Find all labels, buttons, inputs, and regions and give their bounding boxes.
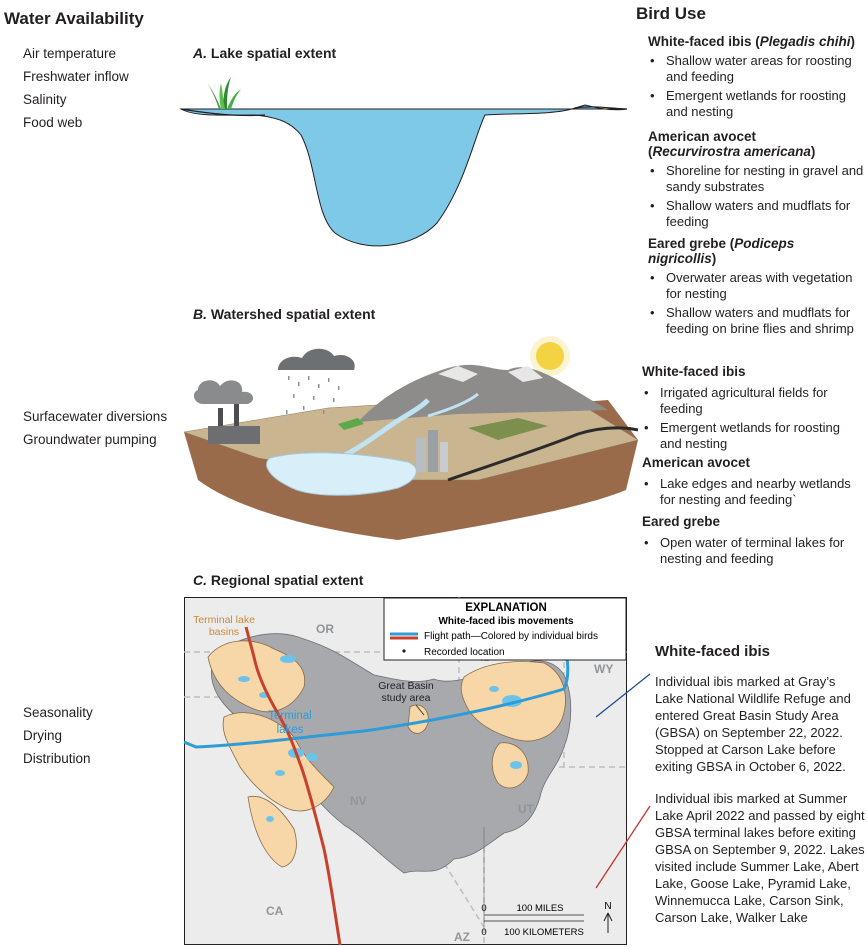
bird-use-item: Emergent wetlands for roosting and nesti… xyxy=(642,420,864,452)
state-labels: OR ID WY NV UT CA AZ xyxy=(266,622,613,944)
rain-cloud-icon xyxy=(278,348,355,370)
lake-shore-right xyxy=(574,106,628,110)
label-basins-1: Terminal lake xyxy=(193,614,255,626)
state-label-or: OR xyxy=(316,622,334,636)
bird-use-item: Open water of terminal lakes for nesting… xyxy=(642,535,864,567)
bird-use-item: Overwater areas with vegetation for nest… xyxy=(648,270,864,302)
watershed-bird-use: White-faced ibis Irrigated agricultural … xyxy=(642,364,864,570)
panel-c-title: C. Regional spatial extent xyxy=(193,572,364,588)
factor-item: Distribution xyxy=(23,751,91,766)
species-heading: White-faced ibis (Plegadis chihi) xyxy=(648,34,856,49)
species-heading: American avocet(Recurvirostra americana) xyxy=(648,129,816,159)
factory-icon xyxy=(193,380,260,444)
road xyxy=(447,426,639,482)
water-factors-lake: Air temperature Freshwater inflow Salini… xyxy=(23,42,129,134)
label-basins-2: basins xyxy=(209,626,239,638)
factor-item: Air temperature xyxy=(23,46,117,61)
city-icon xyxy=(416,430,448,472)
water-availability-heading: Water Availability xyxy=(4,9,144,28)
lake-shoreline xyxy=(180,108,266,117)
north-label: N xyxy=(604,901,611,912)
lake-water xyxy=(179,104,628,247)
bird-use-item: Shallow waters and mudflats for feeding … xyxy=(648,305,864,337)
bird-use-item: Shallow waters and mudflats for feeding xyxy=(648,198,864,230)
note-connectors xyxy=(595,673,651,889)
regional-map: Terminal lake basins Terminal lakes Grea… xyxy=(184,597,627,945)
flight-path-red xyxy=(244,626,342,945)
regional-species-heading: White-faced ibis xyxy=(655,643,771,660)
north-arrow-icon: N xyxy=(603,901,613,933)
lake-bird-use: White-faced ibis (Plegadis chihi) Shallo… xyxy=(648,34,864,340)
bird-use-heading: Bird Use xyxy=(636,4,706,23)
panel-b-title: B. Watershed spatial extent xyxy=(193,306,376,322)
ibis-note-2: Individual ibis marked at Summer Lake Ap… xyxy=(655,791,865,925)
label-study-2: study area xyxy=(381,692,430,704)
species-heading: White-faced ibis xyxy=(642,364,746,379)
bird-use-item: Lake edges and nearby wetlands for nesti… xyxy=(642,476,864,508)
map-legend: EXPLANATION White-faced ibis movements F… xyxy=(383,597,627,661)
terminal-lake xyxy=(266,452,417,496)
state-label-wy: WY xyxy=(594,662,613,676)
factor-item: Food web xyxy=(23,115,83,130)
scale-bar: 0 100 MILES 0 100 KILOMETERS xyxy=(481,827,584,938)
species-heading: American avocet xyxy=(642,455,751,470)
water-factors-watershed: Surfacewater diversions Groundwater pump… xyxy=(23,405,167,451)
species-heading: Eared grebe (Podiceps nigricollis) xyxy=(648,236,795,266)
bird-use-item: Emergent wetlands for roosting and nesti… xyxy=(648,88,864,120)
legend-title: EXPLANATION xyxy=(465,602,547,614)
factor-item: Surfacewater diversions xyxy=(23,409,168,424)
species-heading: Eared grebe xyxy=(642,514,721,529)
flight-path-blue xyxy=(184,644,570,749)
watershed-illustration xyxy=(183,336,639,540)
ibis-note-1: Individual ibis marked at Gray’s Lake Na… xyxy=(655,674,851,774)
factor-item: Groundwater pumping xyxy=(23,432,157,447)
label-study-1: Great Basin xyxy=(378,680,434,692)
state-label-ut: UT xyxy=(518,802,535,816)
grass-icon xyxy=(207,77,241,109)
state-label-az: AZ xyxy=(454,930,470,944)
state-label-nv: NV xyxy=(350,794,367,808)
factor-item: Drying xyxy=(23,728,63,743)
label-lakes-1: Terminal xyxy=(268,710,311,722)
scale-zero-miles: 0 xyxy=(481,903,486,914)
scale-miles: 100 MILES xyxy=(517,903,564,914)
bird-use-item: Shallow water areas for roosting and fee… xyxy=(648,53,864,85)
factor-item: Freshwater inflow xyxy=(23,69,129,84)
water-factors-regional: Seasonality Drying Distribution xyxy=(23,701,93,770)
agricultural-fields xyxy=(338,418,364,430)
bird-use-item: Irrigated agricultural fields for feedin… xyxy=(642,385,864,417)
legend-flight-label: Flight path—Colored by individual birds xyxy=(424,631,598,642)
panel-a-title: A. Lake spatial extent xyxy=(193,45,337,61)
state-label-ca: CA xyxy=(266,904,284,918)
scale-zero-km: 0 xyxy=(481,927,486,938)
bird-use-item: Shoreline for nesting in gravel and sand… xyxy=(648,163,864,195)
factor-item: Salinity xyxy=(23,92,67,107)
sun-icon xyxy=(536,342,564,370)
legend-point-label: Recorded location xyxy=(424,647,505,658)
lake-cross-section xyxy=(179,77,628,247)
legend-subtitle: White-faced ibis movements xyxy=(438,616,573,627)
label-lakes-2: lakes xyxy=(277,724,304,736)
scale-km: 100 KILOMETERS xyxy=(504,927,584,938)
factor-item: Seasonality xyxy=(23,705,93,720)
